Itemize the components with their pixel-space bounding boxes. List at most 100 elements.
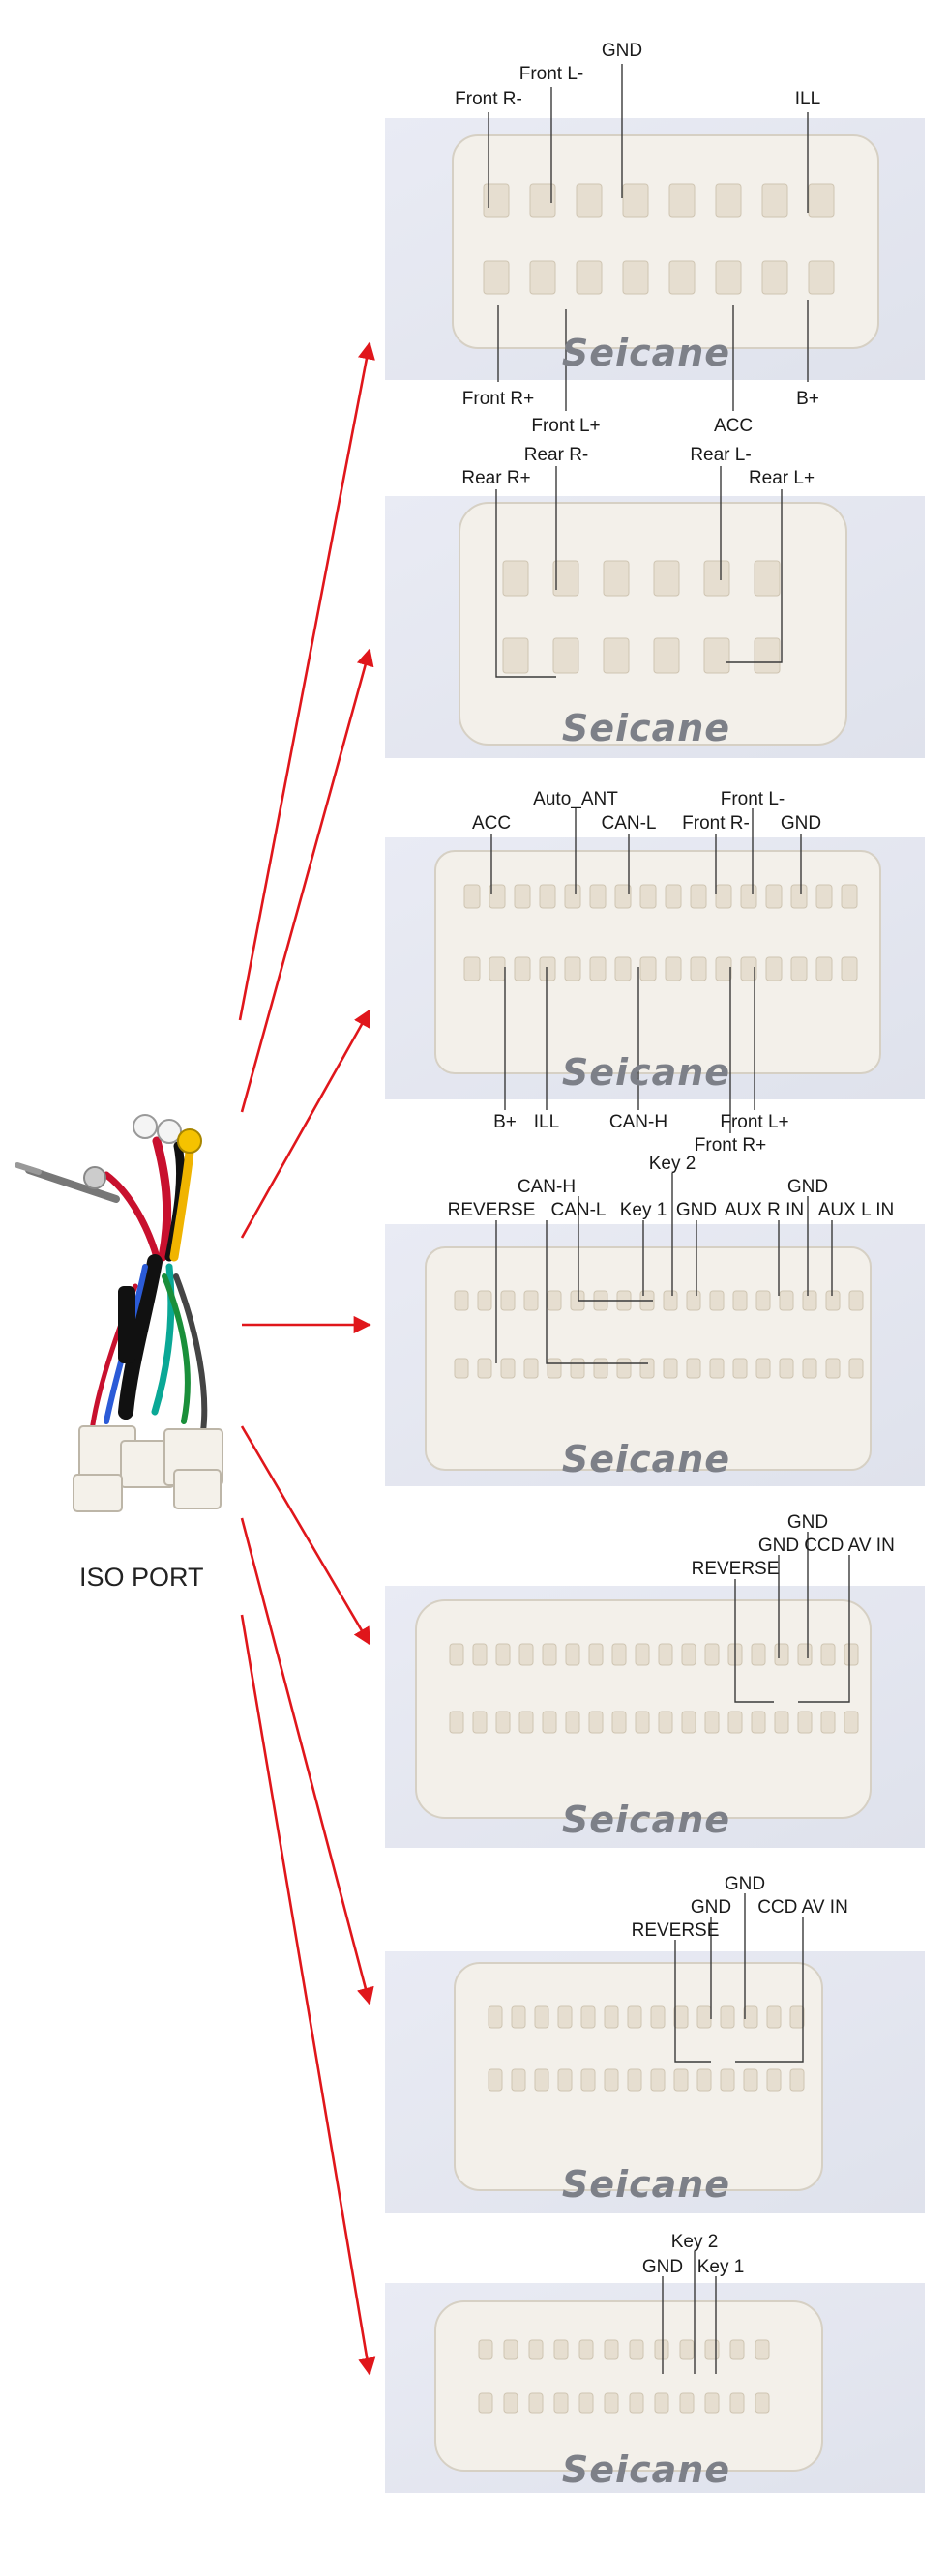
connector-slot — [576, 183, 603, 218]
pin-label-p7-1: Key 2 — [671, 2232, 719, 2252]
connector-slot — [789, 2005, 805, 2029]
connector-slot — [789, 2068, 805, 2092]
pin-label-p5-2: GND — [758, 1536, 799, 1556]
connector-slot — [686, 1290, 701, 1311]
pin-label-p7-2: GND — [642, 2257, 683, 2277]
pin-label-p3-7: B+ — [493, 1112, 517, 1132]
connector-slot — [696, 2068, 712, 2092]
pin-label-p1-1: GND — [602, 41, 642, 61]
connector-slot — [629, 2339, 644, 2360]
pin-label-p1-8: B+ — [796, 389, 819, 409]
connector-slot — [614, 884, 632, 909]
connector-slot — [472, 1711, 488, 1734]
connector-slot — [502, 560, 529, 597]
pin-label-p4-1: CAN-H — [518, 1177, 576, 1197]
iso-harness-image — [15, 1114, 223, 1512]
connector-slot — [622, 183, 649, 218]
connector-slot — [603, 637, 630, 674]
pin-label-p7-3: Key 1 — [697, 2257, 745, 2277]
pin-label-p6-2: GND — [691, 1897, 731, 1917]
connector-slot — [639, 956, 657, 981]
connector-slot — [844, 1711, 859, 1734]
connector-slot — [761, 183, 788, 218]
pin-label-p1-4: ILL — [795, 89, 820, 109]
connector-slot — [703, 637, 730, 674]
connector-slot — [449, 1711, 464, 1734]
connector-slot — [704, 2392, 720, 2414]
seicane-watermark-5: Seicane — [562, 1799, 730, 1841]
pin-label-p2-3: Rear R+ — [461, 468, 530, 488]
connector-slot — [576, 260, 603, 295]
pin-label-p1-7: ACC — [714, 416, 753, 436]
connector-slot — [500, 1290, 516, 1311]
connector-slot — [727, 1711, 743, 1734]
iso-port-caption: ISO PORT — [79, 1563, 204, 1592]
connector-slot — [790, 956, 808, 981]
pin-label-p4-4: CAN-L — [550, 1200, 606, 1220]
connector-slot — [449, 1643, 464, 1666]
connector-slot — [679, 2339, 695, 2360]
connector-slot — [658, 1643, 673, 1666]
connector-slot — [715, 884, 732, 909]
connector-slot — [472, 1643, 488, 1666]
connector-slot — [754, 637, 781, 674]
connector-slot — [489, 884, 506, 909]
connector-slot — [665, 884, 682, 909]
brand-watermarks: SeicaneSeicaneSeicaneSeicaneSeicaneSeica… — [562, 332, 730, 2491]
arrow-to-panel-1 — [238, 341, 375, 1021]
connector-slot — [529, 260, 556, 295]
connector-slot — [703, 560, 730, 597]
connector-slot — [790, 884, 808, 909]
connector-slot — [514, 956, 531, 981]
connector-housing-1 — [452, 134, 879, 349]
connector-slot — [553, 2339, 569, 2360]
connector-slot — [774, 1711, 789, 1734]
pin-label-p1-3: Front R- — [455, 89, 522, 109]
connector-slot — [743, 2005, 758, 2029]
connector-slot — [802, 1290, 817, 1311]
connector-slot — [511, 2068, 526, 2092]
connector-slot — [765, 956, 783, 981]
connector-slot — [825, 1290, 841, 1311]
pin-label-p4-5: Key 1 — [620, 1200, 667, 1220]
connector-slot — [681, 1711, 696, 1734]
connector-slot — [580, 2068, 596, 2092]
pin-label-p5-4: REVERSE — [692, 1559, 780, 1579]
connector-slot — [557, 2005, 573, 2029]
arrow-to-panel-6 — [240, 1517, 374, 2005]
pin-label-p3-11: Front R+ — [695, 1135, 766, 1156]
connector-slot — [478, 2392, 493, 2414]
connector-slot — [611, 1711, 627, 1734]
pin-label-p6-1: GND — [725, 1874, 765, 1894]
connector-slot — [841, 884, 858, 909]
pin-label-p6-3: CCD AV IN — [757, 1897, 848, 1917]
connector-slot — [743, 2068, 758, 2092]
pin-label-p2-1: Rear R- — [524, 445, 589, 465]
connector-slot — [622, 260, 649, 295]
connector-slot — [653, 560, 680, 597]
connector-slot — [761, 260, 788, 295]
connector-slots — [449, 183, 864, 2414]
connector-slot — [518, 1643, 534, 1666]
connector-slot — [614, 956, 632, 981]
connector-slot — [547, 1358, 562, 1379]
connector-slot — [754, 560, 781, 597]
connector-slot — [732, 1290, 748, 1311]
pin-label-p3-1: Auto_ANT — [533, 789, 618, 809]
connector-slot — [668, 183, 696, 218]
connector-slot — [815, 884, 833, 909]
connector-slot — [635, 1643, 650, 1666]
connector-slot — [627, 2005, 642, 2029]
connector-slot — [547, 1290, 562, 1311]
connector-slot — [820, 1643, 836, 1666]
connector-slot — [686, 1358, 701, 1379]
connector-slot — [720, 2068, 735, 2092]
connector-slot — [564, 884, 581, 909]
connector-slot — [611, 1643, 627, 1666]
connector-slot — [463, 956, 481, 981]
connector-slot — [565, 1711, 580, 1734]
connector-slot — [578, 2392, 594, 2414]
connector-slot — [564, 956, 581, 981]
connector-slot — [841, 956, 858, 981]
